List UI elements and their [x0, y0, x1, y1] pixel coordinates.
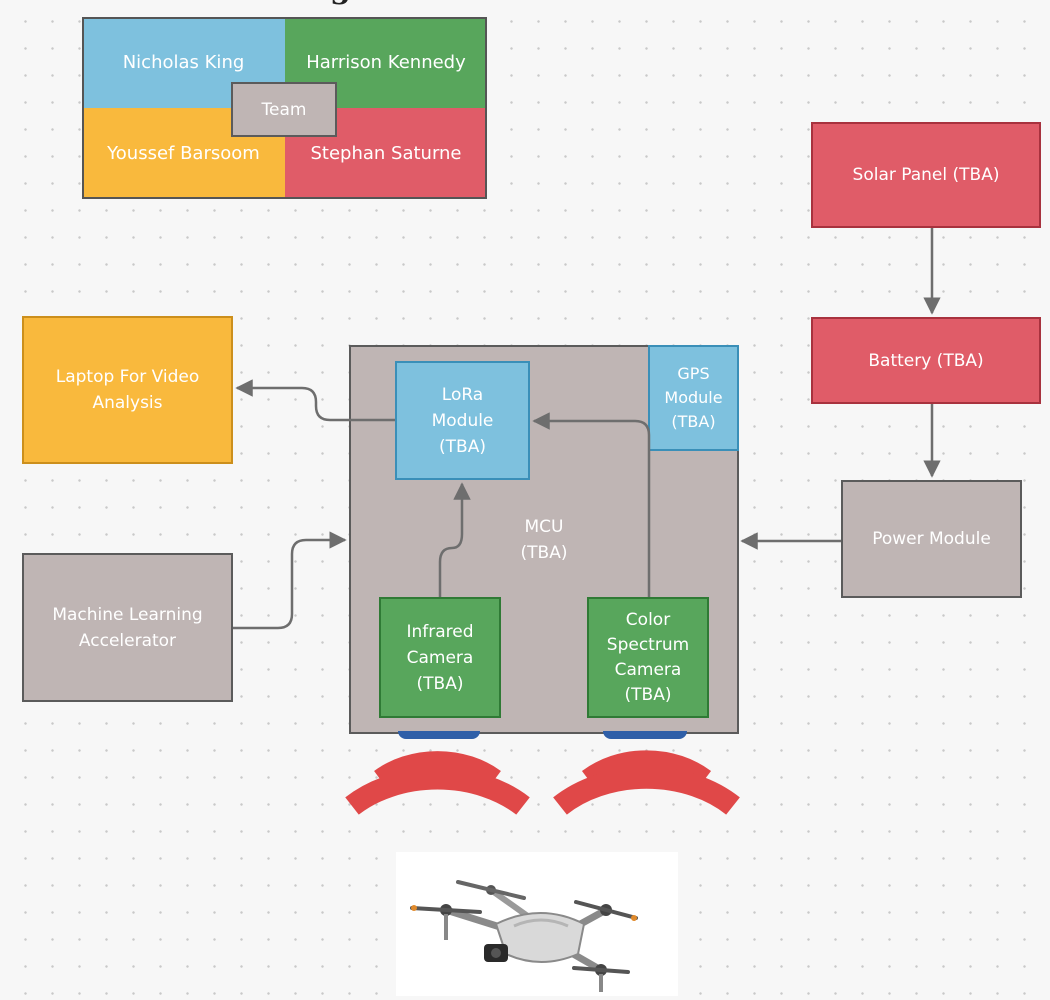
lora-to-laptop-arrow: [235, 379, 395, 422]
battery-block[interactable]: Battery (TBA): [811, 317, 1041, 404]
lora-module-block[interactable]: LoRa Module (TBA): [395, 361, 530, 480]
gps-module-block[interactable]: GPS Module (TBA): [648, 345, 739, 451]
color-to-lora-arrow: [532, 412, 651, 597]
page-title-fragment: g: [330, 0, 590, 8]
wireless-signal-icon: [345, 751, 530, 815]
infrared-to-lora-arrow: [438, 482, 471, 597]
color-spectrum-camera-block[interactable]: Color Spectrum Camera (TBA): [587, 597, 709, 718]
ml-to-mcu-arrow: [233, 531, 347, 630]
laptop-block[interactable]: Laptop For Video Analysis: [22, 316, 233, 464]
team-label[interactable]: Team: [231, 82, 337, 137]
team-grid-border: [82, 17, 487, 199]
ml-accelerator-block[interactable]: Machine Learning Accelerator: [22, 553, 233, 702]
infrared-camera-block[interactable]: Infrared Camera (TBA): [379, 597, 501, 718]
infrared-lens-marker: [398, 731, 480, 739]
drone-photo: [410, 880, 638, 992]
color-lens-marker: [603, 731, 687, 739]
power-module-block[interactable]: Power Module: [841, 480, 1022, 598]
wireless-signal-icon: [553, 750, 740, 815]
drone-photo-frame: [396, 852, 678, 996]
solar-panel-block[interactable]: Solar Panel (TBA): [811, 122, 1041, 228]
